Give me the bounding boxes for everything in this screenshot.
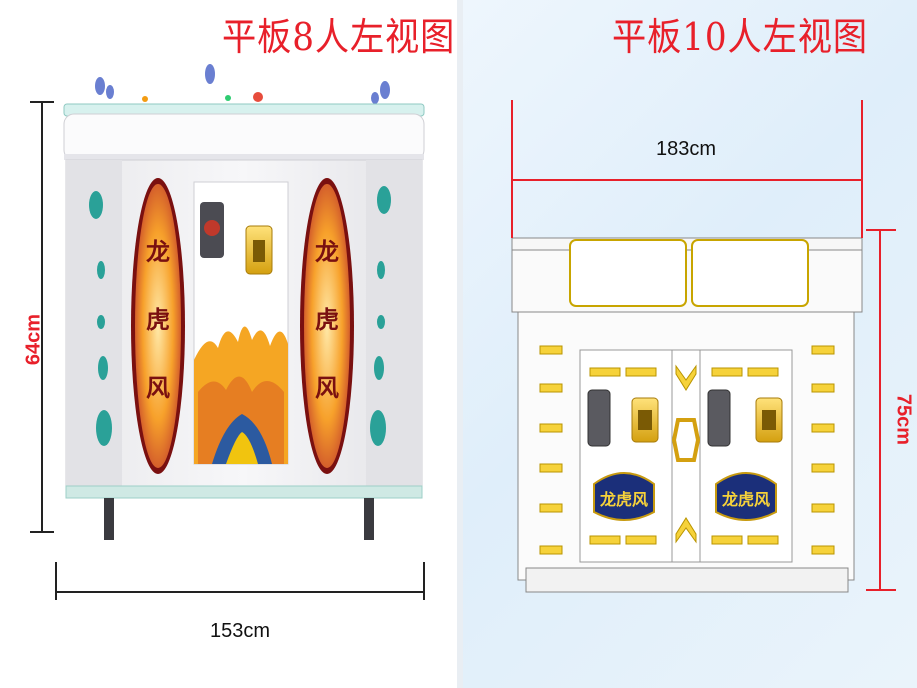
right-view-title: 平板10人左视图 <box>612 15 868 59</box>
right-logo-text-2: 龙虎风 <box>721 490 770 509</box>
left-oval-panel-1 <box>131 178 185 474</box>
left-top-ornaments <box>95 64 390 104</box>
right-logo-2 <box>715 472 777 521</box>
left-oval-text-1: 龙虎风 <box>146 237 170 402</box>
right-width-label: 183cm <box>656 138 717 160</box>
left-width-label: 153cm <box>210 620 271 642</box>
right-machine <box>511 237 863 593</box>
right-logo-text-1: 龙虎风 <box>599 490 648 509</box>
right-logo-1 <box>593 472 655 521</box>
panel-divider <box>457 0 463 688</box>
right-height-label: 75cm <box>892 393 915 446</box>
left-view-title: 平板8人左视图 <box>222 15 456 59</box>
right-side-slots-left <box>539 345 563 555</box>
right-center-ornament <box>671 364 701 544</box>
left-oval-text-2: 龙虎风 <box>315 237 339 402</box>
left-height-label: 64cm <box>22 313 45 366</box>
right-side-slots-right <box>811 345 835 555</box>
left-machine <box>63 64 425 540</box>
left-oval-panel-2 <box>300 178 354 474</box>
left-teal-dots <box>89 186 391 446</box>
right-dimension-lines <box>511 100 896 591</box>
left-dimension-lines <box>30 101 425 600</box>
